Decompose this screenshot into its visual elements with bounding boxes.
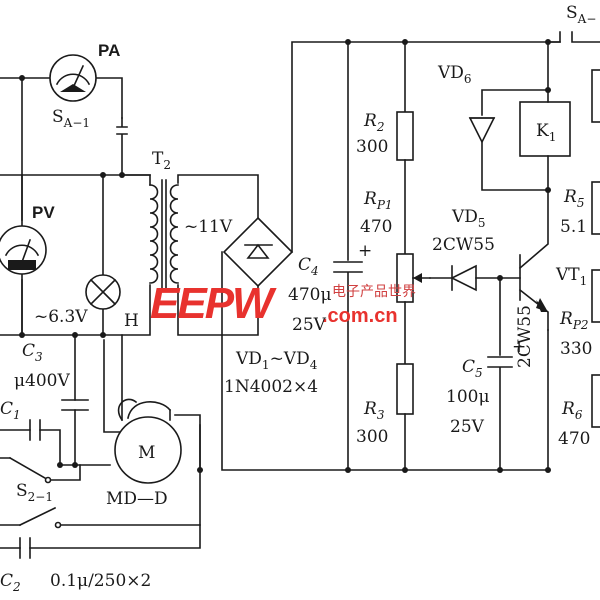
label-c5-plus: + xyxy=(512,337,526,357)
label-r5: R5 xyxy=(563,187,584,210)
label-c2-value: 0.1μ/250×2 xyxy=(50,571,151,591)
label-c4: C4 xyxy=(298,255,319,278)
label-c3-value: μ400V xyxy=(14,371,70,391)
label-k1: K1 xyxy=(536,121,556,144)
label-pv: PV xyxy=(32,203,55,222)
left-junctions xyxy=(19,75,203,473)
label-r3-value: 300 xyxy=(356,427,388,447)
label-c4-plus: + xyxy=(358,241,372,261)
ammeter-pa xyxy=(49,54,97,102)
label-c1: C1 xyxy=(0,399,21,422)
label-md: MD—D xyxy=(106,489,168,509)
label-vd-range: VD1~VD4 xyxy=(235,349,318,372)
label-6-3v: ~6.3V xyxy=(34,307,88,327)
bridge-rectifier xyxy=(221,41,561,471)
transformer-t2 xyxy=(149,179,179,291)
right-resistors xyxy=(547,69,600,471)
capacitor-c5 xyxy=(487,277,513,471)
indicator-lamp-h xyxy=(85,274,121,310)
label-s2: S2−1 xyxy=(16,481,53,504)
label-c5: C5 xyxy=(462,357,483,380)
zener-vd5 xyxy=(429,264,521,292)
label-c4-value2: 25V xyxy=(292,315,327,335)
label-vd6: VD6 xyxy=(437,63,472,86)
label-rp1-value: 470 xyxy=(360,217,392,237)
label-r2-value: 300 xyxy=(356,137,388,157)
label-pa: PA xyxy=(98,41,120,60)
label-vd5-part: 2CW55 xyxy=(432,235,495,255)
label-sa-right: SA− xyxy=(566,3,596,26)
label-sa-left: SA−1 xyxy=(52,107,90,130)
label-h: H xyxy=(124,311,139,331)
label-c2: C2 xyxy=(0,571,21,594)
label-11v: ~11V xyxy=(184,217,233,237)
label-c4-value1: 470μ xyxy=(288,285,332,305)
label-c3: C3 xyxy=(22,341,43,364)
relay-k1-and-vd6 xyxy=(468,41,571,191)
label-rp2-value: 330 xyxy=(560,339,592,359)
label-t2: T2 xyxy=(152,149,171,172)
label-vd-part: 1N4002×4 xyxy=(224,377,318,397)
label-r6: R6 xyxy=(561,399,583,422)
watermark-cn: 电子产品世界 xyxy=(332,284,416,300)
label-r5-value: 5.1 xyxy=(560,217,587,237)
labels: PA SA−1 T2 ~11V PV ~6.3V H C3 μ400V C1 M… xyxy=(0,3,596,594)
capacitor-c3 xyxy=(61,399,89,411)
transistor-vt1 xyxy=(518,189,549,331)
label-r6-value: 470 xyxy=(558,429,590,449)
watermark-url: .com.cn xyxy=(322,305,398,327)
label-c5-value2: 25V xyxy=(450,417,485,437)
switch-sa-right xyxy=(547,31,600,43)
motor-m xyxy=(114,398,182,484)
switch-s2-1 xyxy=(8,456,62,529)
capacitor-c2 xyxy=(19,537,31,559)
label-zener-vertical: 2CW55 xyxy=(515,305,535,368)
label-rp2: RP2 xyxy=(559,309,589,332)
label-vt1: VT1 xyxy=(555,265,587,288)
left-section-wiring xyxy=(0,77,259,549)
capacitor-c1 xyxy=(29,419,41,441)
label-c5-value1: 100μ xyxy=(446,387,490,407)
label-rp1: RP1 xyxy=(363,189,393,212)
label-r3: R3 xyxy=(363,399,385,422)
right-junctions xyxy=(345,39,551,473)
resistor-chain xyxy=(396,41,431,471)
label-r2: R2 xyxy=(363,111,384,134)
capacitor-c4 xyxy=(333,41,363,471)
label-vd5: VD5 xyxy=(451,207,486,230)
watermark-brand: EEPW xyxy=(150,279,277,328)
voltmeter-pv xyxy=(0,225,47,275)
watermark: EEPW 电子产品世界 .com.cn xyxy=(150,279,416,328)
label-m: M xyxy=(138,443,155,463)
